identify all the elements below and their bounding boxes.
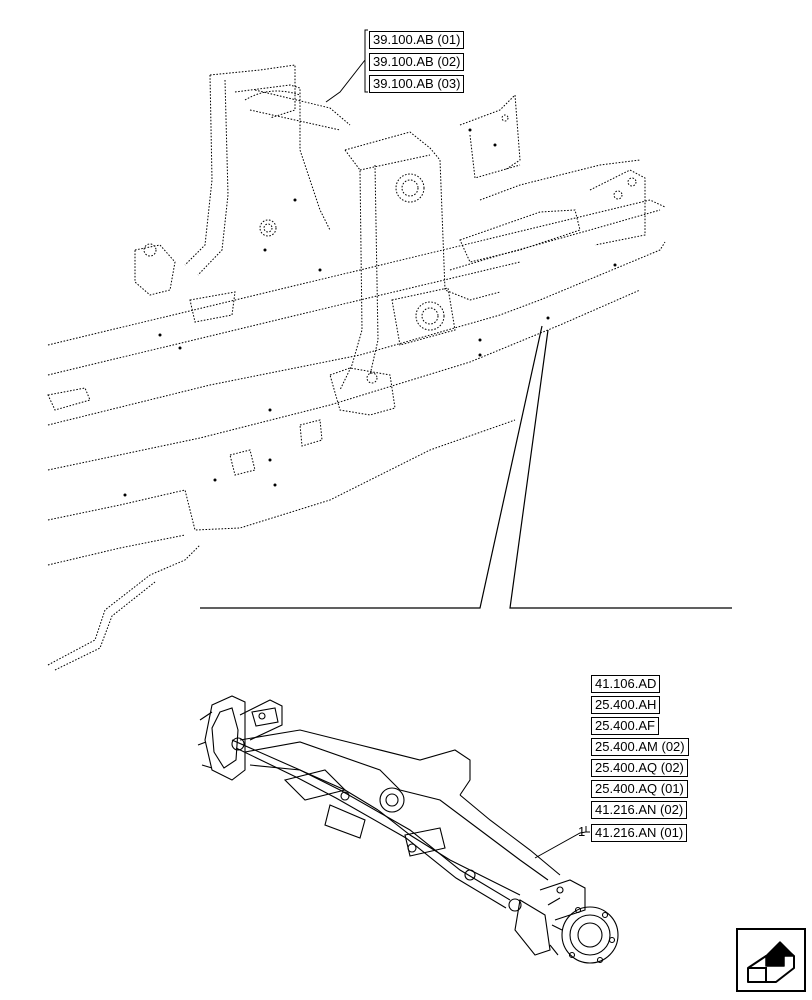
frame-leader-lines [325, 29, 368, 103]
ref-link-axle-1[interactable]: 41.106.AD [591, 675, 661, 693]
ref-link-axle-7[interactable]: 41.216.AN (02) [591, 801, 688, 819]
ref-link-axle-5[interactable]: 25.400.AQ (02) [591, 759, 688, 777]
ref-link-frame-1[interactable]: 39.100.AB (01) [369, 31, 465, 49]
ref-link-frame-2[interactable]: 39.100.AB (02) [369, 53, 465, 71]
ref-link-axle-2[interactable]: 25.400.AH [591, 696, 661, 714]
ref-link-axle-4[interactable]: 25.400.AM (02) [591, 738, 689, 756]
frame-hardware-dots [123, 128, 617, 497]
vehicle-frame-illustration [47, 64, 666, 671]
ref-link-axle-8[interactable]: 41.216.AN (01) [591, 824, 688, 842]
next-page-arrow-icon[interactable] [736, 928, 806, 992]
ref-link-frame-3[interactable]: 39.100.AB (03) [369, 75, 465, 93]
ref-link-axle-6[interactable]: 25.400.AQ (01) [591, 780, 688, 798]
ref-link-axle-3[interactable]: 25.400.AF [591, 717, 659, 735]
axle-leader-line [534, 826, 590, 859]
front-axle-illustration [197, 695, 619, 964]
callout-number-1: 1 [578, 824, 586, 839]
separator-lines [200, 325, 732, 609]
